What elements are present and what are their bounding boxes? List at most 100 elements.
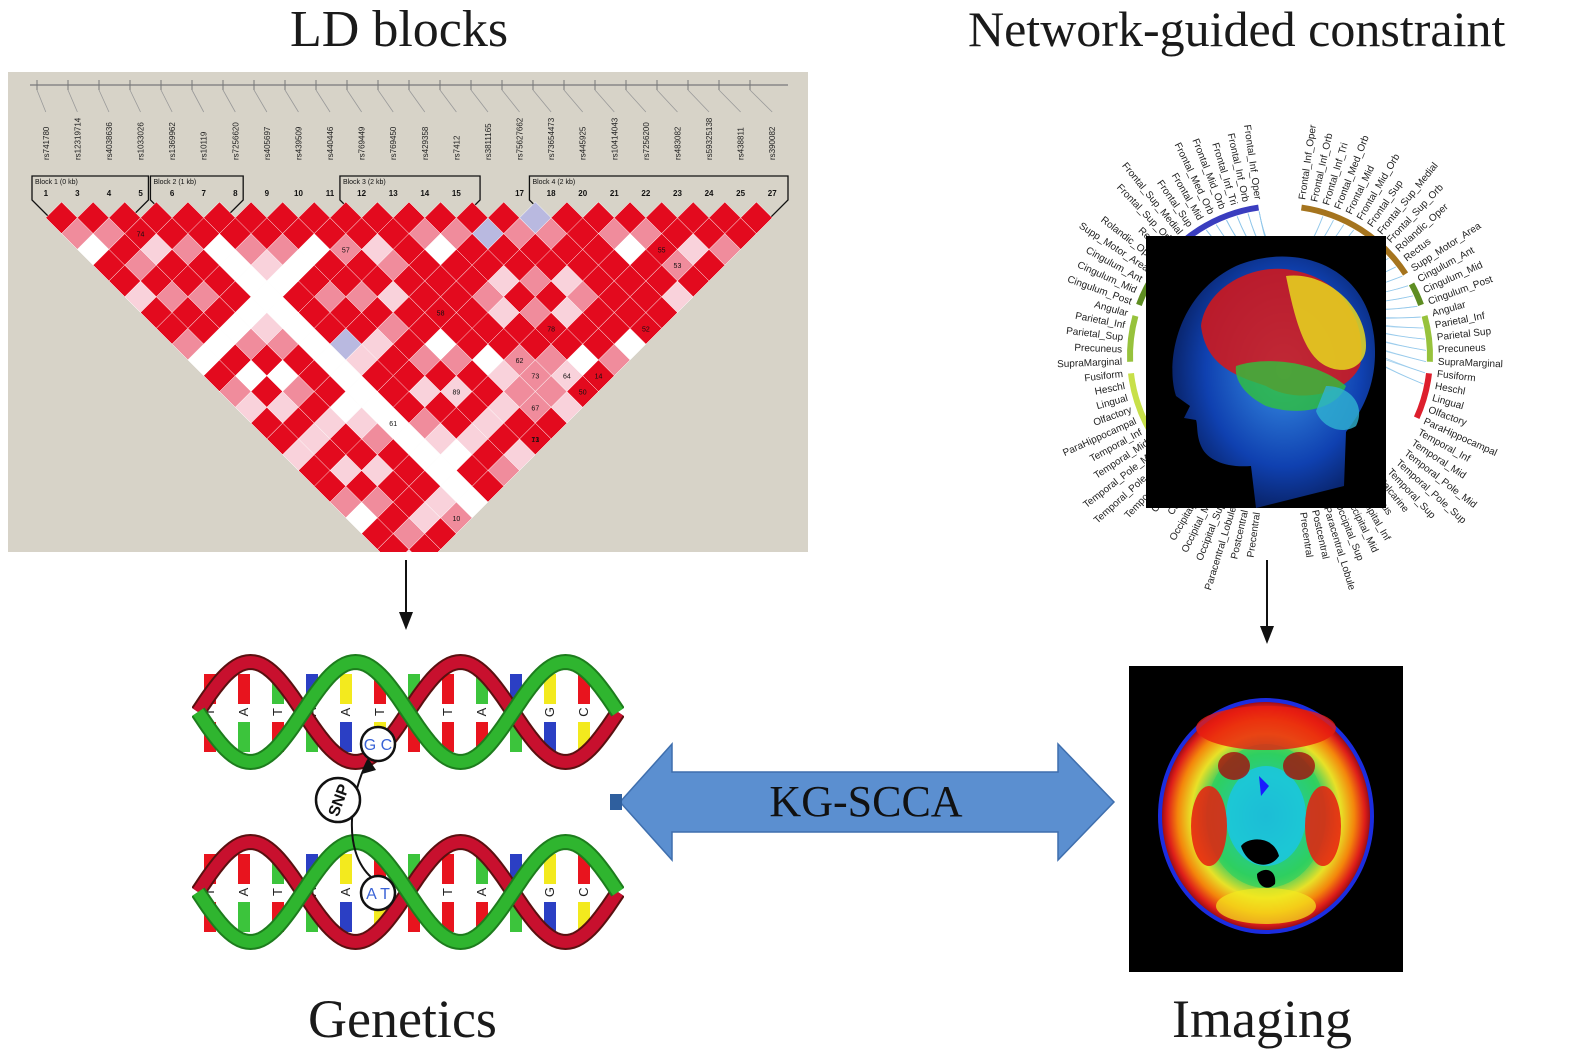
region-arc	[1408, 282, 1424, 307]
marker-number: 13	[389, 189, 398, 198]
snp-circle-bottom	[359, 874, 397, 912]
marker-number: 8	[233, 189, 238, 198]
strand-green	[193, 835, 623, 949]
snp-id-label: rs439509	[294, 126, 303, 160]
snp-id-label: rs3811165	[484, 123, 493, 160]
region-arc	[1421, 315, 1433, 362]
ld-heatmap-cells	[45, 201, 773, 552]
ld-cell-value: 53	[674, 263, 682, 270]
snp-id-label: rs73654473	[547, 117, 556, 160]
marker-number: 7	[201, 189, 206, 198]
base-letters: T	[440, 888, 455, 896]
base-bar	[340, 722, 352, 752]
genetics-label: Genetics	[308, 989, 497, 1049]
ld-block-label: Block 4 (2 kb)	[532, 179, 575, 186]
ld-cell-value: 57	[342, 247, 350, 254]
ld-cell-value: 52	[642, 326, 650, 333]
ld-cell-value: 67	[531, 405, 539, 412]
marker-number: 9	[265, 189, 270, 198]
snp-id-label: rs7256620	[231, 122, 240, 160]
double-headed-arrow	[618, 742, 1116, 862]
marker-number: 21	[610, 189, 619, 198]
snp-id-label: rs12319714	[73, 117, 82, 160]
base-pair-bottom: A T	[366, 886, 390, 903]
ld-block-label: Block 1 (0 kb)	[35, 179, 78, 186]
base-bar	[544, 674, 556, 704]
base-letters: T	[270, 888, 285, 896]
base-bar	[442, 674, 454, 704]
region-arc	[1300, 204, 1409, 276]
marker-number: 18	[547, 189, 556, 198]
snp-id-label: rs10119	[200, 131, 209, 160]
base-bar	[238, 902, 250, 932]
pet-ventricle-top	[1259, 776, 1269, 796]
base-bar	[340, 674, 352, 704]
ld-cell-value: 58	[437, 311, 445, 318]
ld-cell	[740, 201, 773, 234]
marker-number: 14	[420, 189, 429, 198]
base-letters: T	[202, 888, 217, 896]
marker-number: 27	[768, 189, 777, 198]
snp-id-label: rs1033026	[137, 122, 146, 160]
marker-number: 15	[452, 189, 461, 198]
marker-number: 3	[75, 189, 80, 198]
ld-cell-value: 13	[531, 437, 539, 444]
snp-id-label: rs7412	[452, 135, 461, 160]
down-arrow-network	[1260, 560, 1274, 644]
ld-cell-value: 62	[516, 358, 524, 365]
base-bar	[442, 722, 454, 752]
snp-id-label: rs429358	[421, 126, 430, 160]
strand-green	[193, 655, 623, 769]
region-label-left: Precuneus	[1074, 343, 1122, 356]
marker-number: 11	[326, 189, 335, 198]
pet-ventricle	[1241, 839, 1279, 865]
ld-cell-value: 55	[658, 247, 666, 254]
base-letters: A	[236, 707, 251, 716]
snp-id-label: rs741780	[42, 126, 51, 160]
snp-connector	[351, 759, 373, 879]
base-letters: T	[270, 708, 285, 716]
base-letters: A	[338, 707, 353, 716]
snp-id-label: rs75627662	[516, 117, 525, 160]
marker-number: 25	[736, 189, 745, 198]
brain-head-image	[1146, 236, 1386, 508]
ld-cell-value: 71	[531, 437, 539, 444]
snp-circle-top	[359, 725, 397, 763]
base-bar	[238, 722, 250, 752]
ld-cell-value: 74	[137, 232, 145, 239]
ld-block-label: Block 2 (1 kb)	[153, 179, 196, 186]
arrow-tab	[610, 794, 622, 810]
region-label-left: SupraMarginal	[1057, 357, 1122, 371]
base-bar	[340, 902, 352, 932]
base-letters: A	[474, 707, 489, 716]
down-arrow-ld	[399, 560, 413, 630]
region-label-right: SupraMarginal	[1438, 357, 1503, 371]
ld-cell-value: 89	[452, 390, 460, 397]
ld-cell	[406, 549, 412, 552]
ld-cell-value: 14	[595, 374, 603, 381]
ld-cell-value: 78	[547, 326, 555, 333]
base-letters: G	[542, 887, 557, 897]
region-arc	[1413, 372, 1432, 419]
base-bar	[238, 674, 250, 704]
ld-block-label: Block 3 (2 kb)	[343, 179, 386, 186]
base-bar	[442, 902, 454, 932]
kg-scca-arrow: KG-SCCA	[610, 742, 1116, 862]
base-letters: T	[372, 708, 387, 716]
region-label-right: Fusiform	[1436, 369, 1476, 384]
marker-number: 24	[705, 189, 714, 198]
marker-number: 22	[641, 189, 650, 198]
snp-id-label: rs7256200	[642, 122, 651, 160]
brain-temporal-lobe	[1235, 361, 1346, 411]
base-bar	[442, 854, 454, 884]
network-guided-title: Network-guided constraint	[968, 1, 1506, 57]
ld-cell-value: 73	[531, 374, 539, 381]
